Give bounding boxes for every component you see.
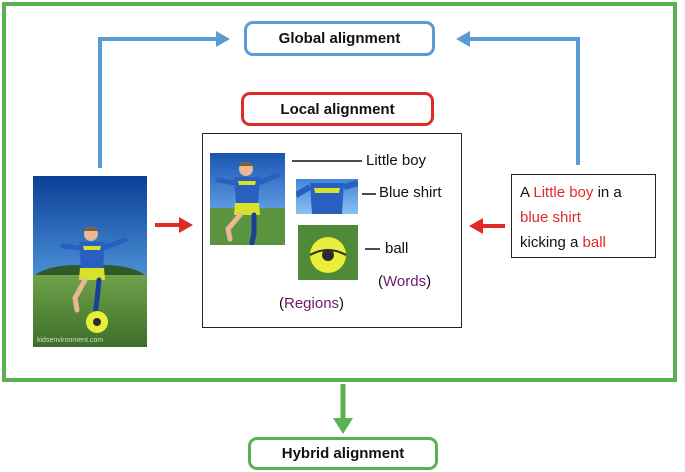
sentence-highlight-ball: ball [582,234,606,251]
phrase-blue-shirt: Blue shirt [379,184,442,201]
phrase-ball: ball [385,240,409,257]
sentence-part-3: in a [593,184,622,201]
soccer-boy-photo: kidsenvironment.com [33,176,147,347]
words-annotation: (Words) [378,273,432,290]
sentence-part-1: A [520,184,534,201]
arrowhead-left-blue [216,31,230,47]
region-blue-shirt [296,179,358,214]
arrowhead-green [333,418,353,434]
region-little-boy [210,153,285,245]
region-ball [298,225,358,280]
global-alignment-text: Global alignment [278,30,401,47]
arrowhead-right-red [469,218,483,234]
text-to-global-arrow [470,37,580,165]
local-alignment-text: Local alignment [280,100,395,118]
regions-label: Regions [284,295,340,312]
regions-container [202,133,462,328]
hybrid-alignment-text: Hybrid alignment [281,445,405,462]
phrase-little-boy: Little boy [366,152,427,169]
sentence-highlight-little-boy: Little boy [533,184,594,201]
watermark-text: kidsenvironment.com [37,337,104,344]
regions-annotation: (Regions) [279,295,345,312]
arrowhead-right-blue [456,31,470,47]
hybrid-alignment-label: Hybrid alignment [248,437,438,470]
sentence-highlight-blue-shirt: blue shirt [520,209,581,226]
words-label: Words [383,273,427,290]
global-alignment-label: Global alignment [244,21,435,56]
photo-to-global-arrow [98,37,218,168]
hybrid-frame [2,2,677,382]
sentence-part-5: kicking a [520,234,583,251]
local-alignment-label: Local alignment [241,92,434,126]
arrowhead-left-red [179,217,193,233]
caption-sentence-box: A Little boy in a blue shirt kicking a b… [511,174,656,258]
